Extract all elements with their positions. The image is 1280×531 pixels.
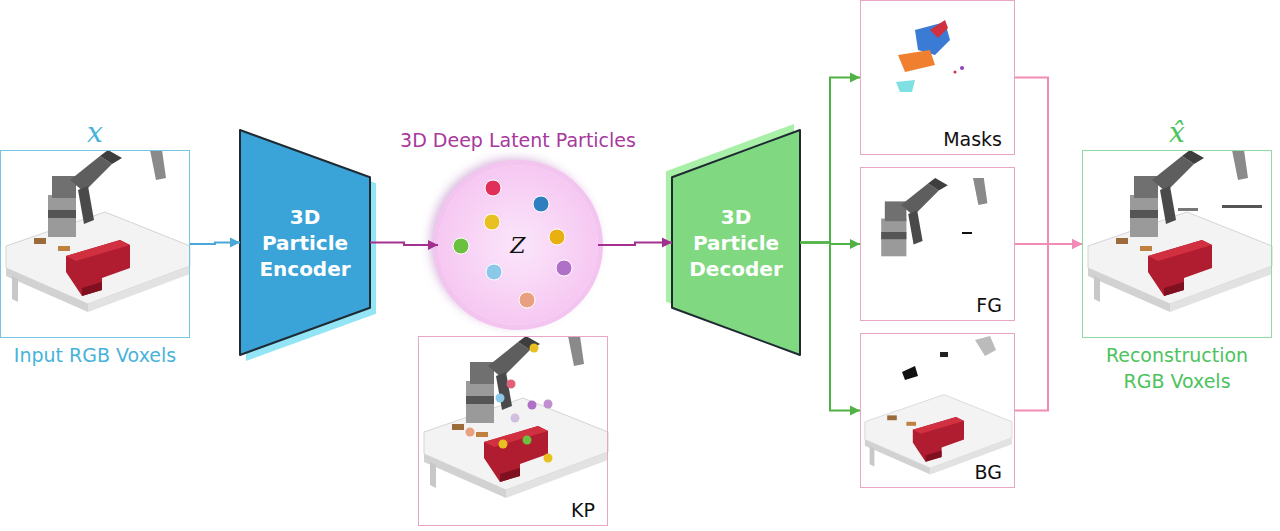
node-label: BG <box>975 461 1002 483</box>
arrow-head <box>850 239 860 249</box>
bg-fragment <box>940 352 948 357</box>
particle <box>533 196 549 212</box>
node-label: x̂ <box>1003 116 1280 149</box>
keypoint <box>466 428 475 437</box>
block-body <box>240 130 370 355</box>
mask-blobs <box>896 20 964 92</box>
latent-particles <box>453 180 572 308</box>
table-voxels <box>424 398 608 498</box>
keypoint <box>528 401 537 410</box>
keypoint <box>530 344 539 353</box>
foreground-image-box: FG <box>860 167 1015 321</box>
mask-image-box: Masks <box>860 0 1015 155</box>
node-label: KP <box>571 499 595 521</box>
node-label: Reconstruction RGB Voxels <box>1083 343 1271 394</box>
connector <box>370 240 438 250</box>
encoder-block: 3D Particle Encoder <box>240 130 370 355</box>
connector-line <box>1015 244 1082 411</box>
bg-fragments <box>902 336 996 380</box>
node-label: 3D Deep Latent Particles <box>358 129 678 151</box>
arrow-head <box>662 238 672 248</box>
latent-circle: 3D Deep Latent ParticlesZ <box>438 165 598 325</box>
connector <box>800 73 860 243</box>
connector-line <box>1015 243 1082 245</box>
connector-layer <box>190 73 1082 416</box>
mask-blob <box>930 20 948 38</box>
keypoint <box>511 414 520 423</box>
input-scene <box>6 150 190 312</box>
input-image-box: xInput RGB Voxels <box>0 150 190 338</box>
particle <box>519 292 535 308</box>
arrow-head <box>1072 239 1082 249</box>
particle <box>549 229 565 245</box>
robot-voxels <box>881 178 987 256</box>
arrow-head <box>230 238 240 248</box>
bg-fragment <box>902 366 918 380</box>
connector-line <box>598 243 672 246</box>
keypoints <box>466 344 553 463</box>
robot-voxels <box>1130 150 1248 237</box>
table-voxels <box>1088 212 1272 312</box>
connector <box>190 238 240 248</box>
particle <box>484 214 500 230</box>
mask-blob <box>896 80 915 92</box>
arrow-head <box>1072 239 1082 249</box>
particle <box>485 180 501 196</box>
output-scene <box>1088 150 1272 312</box>
robot-voxels <box>466 336 584 423</box>
decoder-block: 3D Particle Decoder <box>672 130 800 355</box>
connector-line <box>370 243 438 246</box>
kp-scene <box>424 336 608 498</box>
connector <box>598 238 672 248</box>
mask-dot <box>960 66 964 70</box>
node-label: Input RGB Voxels <box>1 343 189 369</box>
keypoint <box>507 380 516 389</box>
keypoint <box>499 440 508 449</box>
bg-fragment <box>975 336 996 356</box>
connector-line <box>1015 78 1082 245</box>
node-label: 3D Particle Encoder <box>240 130 370 355</box>
connector <box>1015 239 1082 249</box>
connector <box>1015 239 1082 411</box>
connector-line <box>800 78 860 243</box>
voxel-noise <box>1222 205 1262 208</box>
keypoint <box>496 394 505 403</box>
connector <box>800 243 860 416</box>
background-image-box: BG <box>860 333 1015 488</box>
arrow-head <box>428 240 438 250</box>
keypoint <box>523 436 532 445</box>
fg-fragment <box>962 232 972 234</box>
robot-voxels <box>48 150 166 237</box>
connector-line <box>800 243 860 411</box>
connector-line <box>190 243 240 245</box>
table-voxels <box>6 212 190 312</box>
voxel-noise <box>1178 208 1198 211</box>
node-label: Masks <box>943 128 1002 150</box>
node-label: FG <box>976 294 1002 316</box>
arrow-head <box>1072 239 1082 249</box>
connector <box>1015 78 1082 250</box>
node-label: Z <box>438 165 598 325</box>
fg-scene <box>881 178 987 256</box>
node-label: 3D Particle Decoder <box>672 130 800 355</box>
connector <box>800 239 860 249</box>
mask-blob <box>898 50 935 72</box>
keypoint <box>544 454 553 463</box>
arrow-head <box>850 406 860 416</box>
keypoint-image-box: KP <box>418 336 608 526</box>
block-body <box>672 130 800 355</box>
particle <box>486 264 502 280</box>
particle <box>453 238 469 254</box>
arrow-head <box>850 73 860 83</box>
output-image-box: x̂Reconstruction RGB Voxels <box>1082 150 1272 338</box>
connector-line <box>800 243 860 245</box>
keypoint <box>544 400 553 409</box>
particle <box>556 260 572 276</box>
node-label: x <box>0 116 269 149</box>
mask-dot <box>954 71 957 74</box>
